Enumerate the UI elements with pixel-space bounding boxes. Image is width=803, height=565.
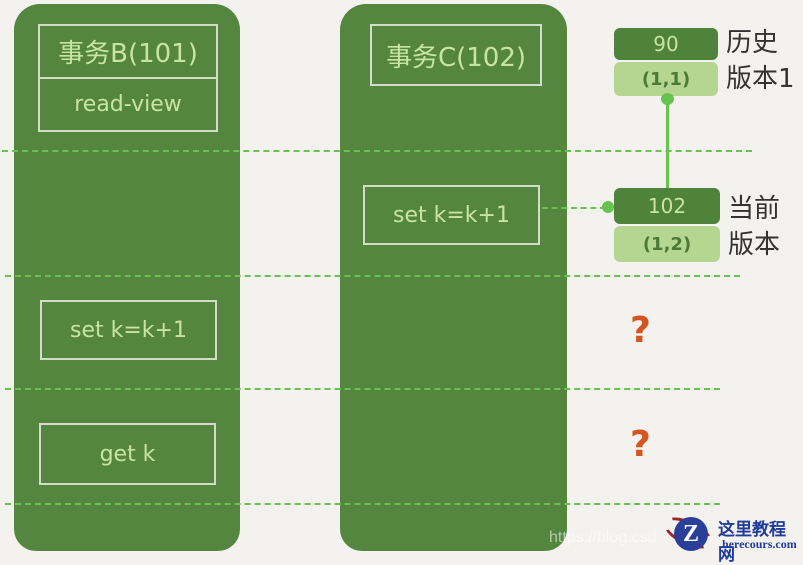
transaction-c-set-op: set k=k+1 [363,185,540,245]
current-version-trx: (1,2) [614,226,720,262]
version-chain-line [666,98,669,190]
history-version-label-2: 版本1 [726,64,795,94]
transaction-c-column [340,4,567,551]
time-divider-1 [2,150,752,152]
unknown-value-2: ? [630,424,651,465]
time-divider-2 [5,275,740,277]
time-divider-4 [5,503,720,505]
history-version-label-1: 历史 [726,28,779,58]
time-divider-3 [5,388,720,390]
transaction-b-column [14,4,240,551]
current-version-label-1: 当前 [728,194,781,224]
transaction-b-get-op: get k [39,423,216,485]
site-logo: Z 这里教程网 herecours.com [659,511,800,565]
transaction-b-read-view: read-view [38,77,218,132]
logo-site-domain: herecours.com [722,537,797,551]
logo-z-icon: Z [674,517,708,551]
transaction-c-title: 事务C(102) [370,24,542,86]
transaction-b-set-op: set k=k+1 [40,300,217,360]
current-version-value: 102 [614,188,720,224]
history-version-trx: (1,1) [614,62,718,96]
current-version-label-2: 版本 [728,230,781,260]
connector-dot [602,201,614,213]
transaction-b-title: 事务B(101) [38,24,218,79]
history-version-value: 90 [614,28,718,60]
update-connector [542,207,606,209]
watermark-url: https://blog.csd [549,529,657,546]
unknown-value-1: ? [630,310,651,351]
version-chain-arrowhead [661,93,674,105]
